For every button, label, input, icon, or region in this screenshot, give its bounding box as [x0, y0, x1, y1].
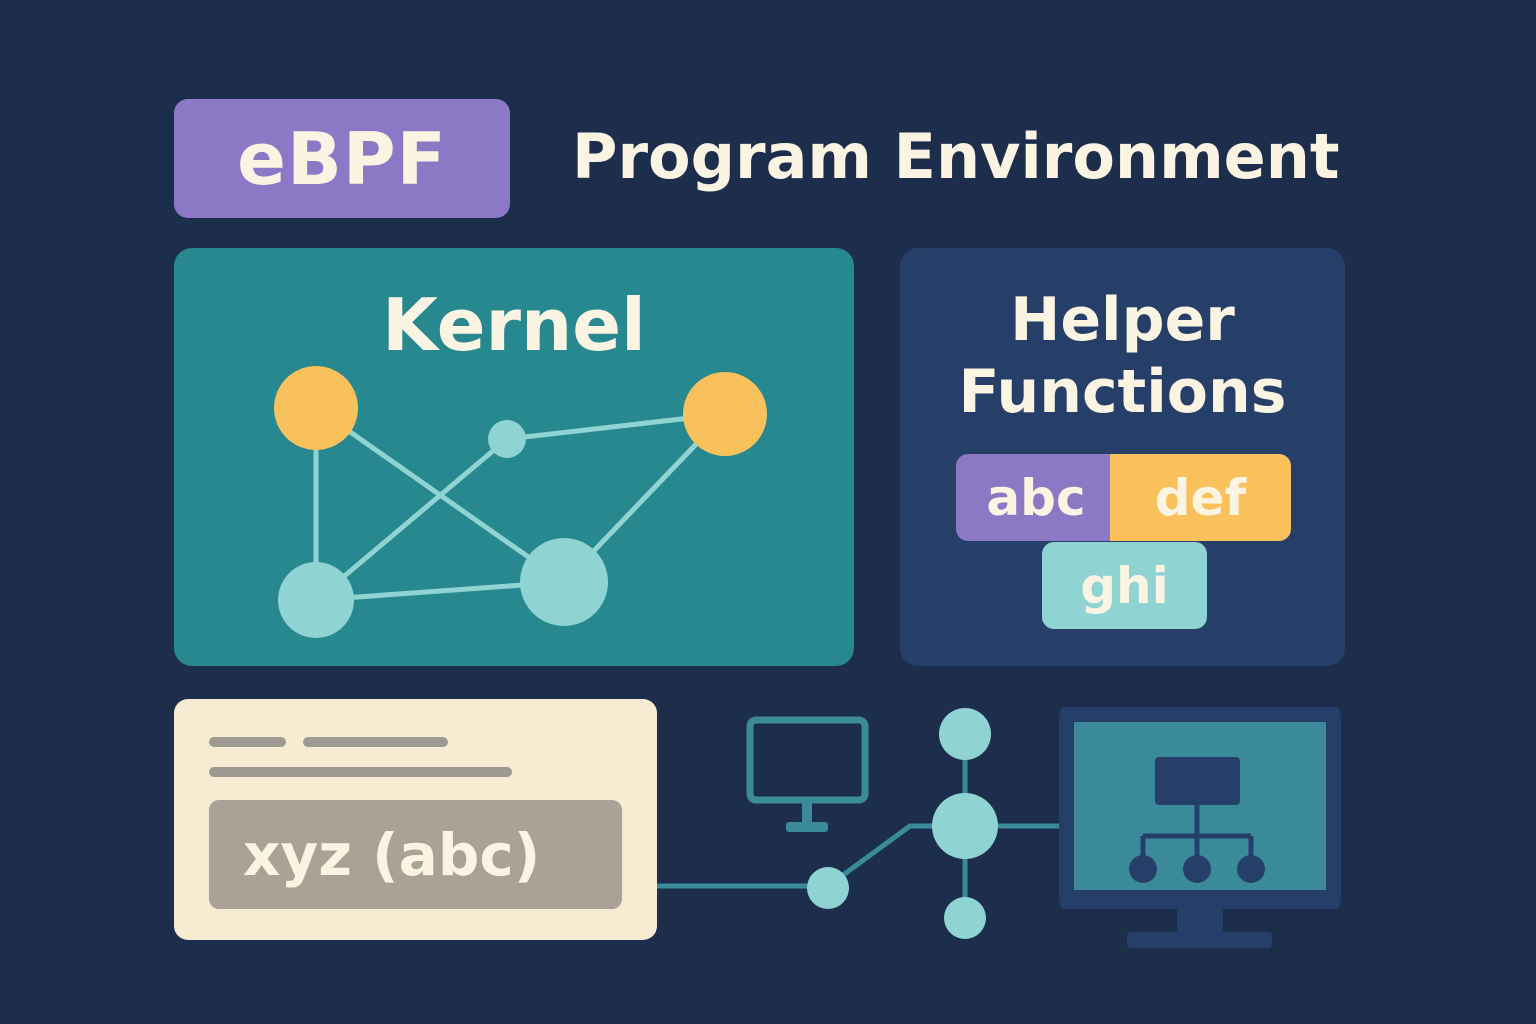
code-call-box: xyz (abc) [209, 800, 622, 909]
hub-node [939, 708, 991, 760]
graph-node [278, 562, 354, 638]
hierarchy-leaf [1237, 855, 1265, 883]
code-placeholder-line [209, 767, 512, 777]
ebpf-badge: eBPF [174, 99, 510, 218]
code-placeholder-line [209, 737, 286, 747]
code-call-text: xyz (abc) [243, 820, 541, 889]
network-graph-icon [274, 366, 767, 638]
hierarchy-root [1155, 757, 1240, 805]
monitor-hierarchy-icon [1059, 707, 1341, 948]
helper-chip-def: def [1110, 454, 1291, 541]
graph-edge [314, 437, 509, 602]
helper-title-line1: Helper [1010, 285, 1235, 355]
helper-functions-title: Helper Functions [900, 284, 1345, 428]
hub-node-center [932, 793, 998, 859]
hierarchy-leaf [1183, 855, 1211, 883]
hub-node [807, 867, 849, 909]
monitor-icon [746, 716, 869, 832]
code-placeholder-line [303, 737, 448, 747]
kernel-title: Kernel [382, 283, 646, 367]
helper-chip-abc: abc [956, 454, 1116, 541]
hub-node [944, 897, 986, 939]
page-title: Program Environment [572, 120, 1340, 193]
hierarchy-leaf [1129, 855, 1157, 883]
monitor-stand [1127, 932, 1272, 948]
network-hub-icon [657, 708, 1060, 939]
graph-node-small [488, 420, 526, 458]
graph-node-yellow [683, 372, 767, 456]
graph-node-yellow [274, 366, 358, 450]
helper-title-line2: Functions [958, 357, 1287, 427]
monitor-neck [1177, 909, 1223, 935]
graph-node [520, 538, 608, 626]
ebpf-badge-label: eBPF [237, 116, 447, 201]
helper-chip-ghi: ghi [1042, 542, 1207, 629]
